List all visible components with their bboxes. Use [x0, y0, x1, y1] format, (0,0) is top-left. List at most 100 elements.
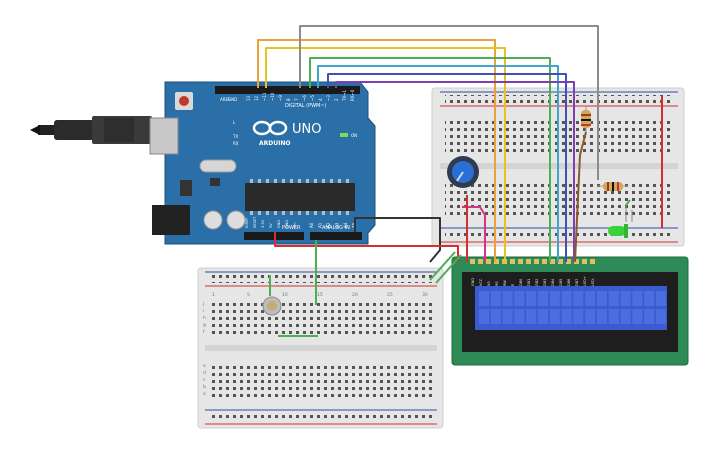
row-letter: b: [203, 384, 206, 390]
lcd-pin[interactable]: [574, 259, 579, 264]
column-number: 20: [352, 292, 358, 298]
lcd-char-cell: [585, 291, 596, 306]
wires[interactable]: [257, 25, 663, 337]
potentiometer-icon[interactable]: [447, 156, 479, 188]
lcd-pin[interactable]: [566, 259, 571, 264]
wire-green-diag1: [429, 251, 456, 281]
analog-pin-label: A2: [326, 222, 331, 228]
column-number: 25: [387, 292, 393, 298]
wire-green-led: [625, 199, 631, 206]
lcd-pin[interactable]: [590, 259, 595, 264]
lcd-char-cell: [526, 309, 537, 324]
arduino-board[interactable]: ARDUINO UNO DIGITAL (PWM~) ANALOG IN POW…: [149, 81, 376, 245]
lcd-pin-label: VCC: [479, 278, 483, 286]
lcd-pin-label: DB0: [519, 279, 523, 286]
lcd-char-cell: [632, 309, 643, 324]
row-letter: f: [203, 329, 205, 335]
lcd-char-cell: [597, 291, 607, 306]
lcd-char-cell: [608, 291, 619, 306]
rx-label: RX: [233, 141, 239, 146]
lcd-char-cell: [573, 291, 584, 306]
digital-pin-label: 8: [286, 98, 291, 101]
lcd-pin-label: LED+: [583, 276, 587, 286]
lcd-char-cell: [656, 309, 666, 324]
wire-purple: [335, 81, 575, 262]
wire-red: [274, 232, 459, 262]
row-letter: h: [203, 315, 206, 321]
lcd-char-cell: [514, 291, 525, 306]
lcd-char-cell: [549, 291, 560, 306]
lcd-pin[interactable]: [486, 259, 491, 264]
l-label: L: [233, 120, 236, 125]
analog-pin-label: A0: [309, 222, 314, 228]
photoresistor-icon[interactable]: [262, 275, 282, 316]
lcd-char-cell: [526, 291, 537, 306]
resistor-horizontal-icon[interactable]: [597, 182, 628, 191]
resistor-icon[interactable]: [581, 105, 591, 132]
lcd-pin[interactable]: [582, 259, 587, 264]
digital-pin-label: ~3: [326, 95, 331, 101]
tx-label: TX: [232, 134, 238, 139]
lcd-char-cell: [656, 291, 666, 306]
power-pin-label: GND: [277, 220, 281, 228]
lcd-pin[interactable]: [534, 259, 539, 264]
lcd-char-cell: [632, 291, 643, 306]
wire-blue: [327, 73, 567, 262]
digital-pin-label: 12: [254, 95, 259, 101]
gnd-label: GND: [228, 97, 237, 102]
lcd-char-cell: [538, 309, 548, 324]
power-pin-label: Vin: [293, 222, 297, 228]
wire-orange: [257, 39, 496, 262]
analog-pin-label: A4: [343, 222, 348, 228]
analog-pin-label: A1: [318, 222, 323, 228]
column-number: 10: [282, 292, 288, 298]
column-number: 1: [212, 292, 215, 298]
lcd-char-cell: [490, 291, 501, 306]
lcd-char-cell: [620, 309, 631, 324]
lcd-pin[interactable]: [526, 259, 531, 264]
lcd-character-cells: [479, 291, 666, 324]
row-letter: a: [203, 392, 206, 397]
on-label: ON: [351, 133, 357, 138]
lcd-char-cell: [538, 291, 548, 306]
lcd-pin-label: DB7: [575, 279, 579, 286]
aref-label: AREF: [220, 97, 231, 102]
lcd-pin[interactable]: [510, 259, 515, 264]
power-pin-label: 3.3V: [261, 219, 265, 228]
analog-header[interactable]: [310, 232, 362, 240]
lcd-pin-label: DB1: [527, 279, 531, 286]
power-jack[interactable]: [152, 205, 190, 235]
lcd-char-cell: [479, 291, 489, 306]
lcd-pin[interactable]: [558, 259, 563, 264]
arduino-infinity-logo-icon: [252, 120, 288, 136]
lcd-pin[interactable]: [518, 259, 523, 264]
lcd-char-cell: [502, 291, 513, 306]
lcd-pin[interactable]: [550, 259, 555, 264]
digital-label: DIGITAL (PWM~): [285, 103, 327, 109]
lcd-pin[interactable]: [542, 259, 547, 264]
power-pin-label: IOREF: [245, 218, 249, 228]
lcd-char-cell: [573, 309, 584, 324]
lcd-pin-label: DB6: [567, 279, 571, 286]
led-icon[interactable]: [608, 205, 633, 238]
lcd-char-cell: [549, 309, 560, 324]
row-letter: d: [203, 370, 206, 376]
digital-header[interactable]: [215, 86, 360, 94]
lcd-char-cell: [644, 291, 655, 306]
lcd-pin[interactable]: [470, 259, 475, 264]
power-label: POWER: [282, 225, 301, 231]
lcd-pin[interactable]: [478, 259, 483, 264]
lcd-pin-label: DB2: [535, 279, 539, 286]
atmega-chip: [245, 183, 355, 211]
power-pin-label: RESET: [253, 216, 257, 228]
lcd-pin[interactable]: [494, 259, 499, 264]
row-letter: j: [202, 301, 204, 307]
usb-cable-icon[interactable]: [30, 116, 172, 144]
